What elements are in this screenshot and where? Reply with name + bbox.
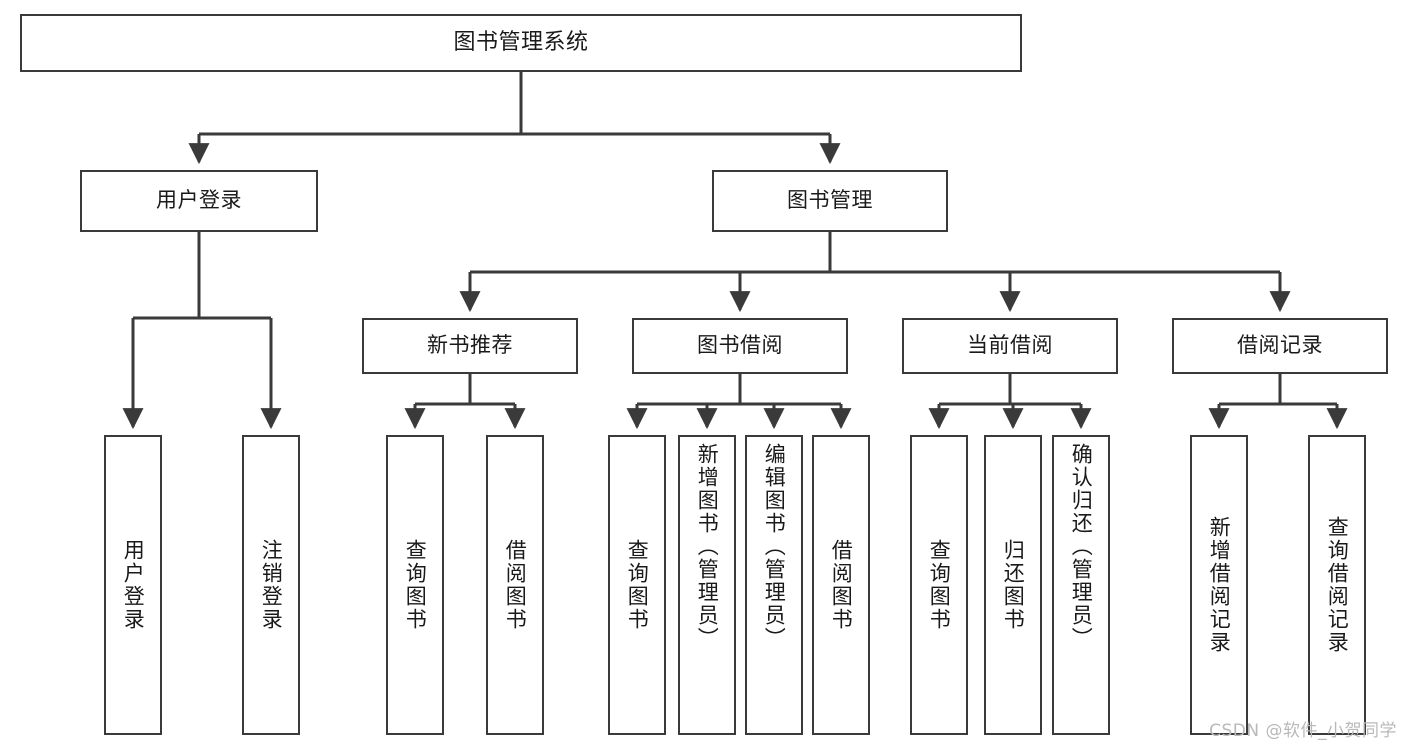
node-borrow-record-label: 借阅记录 bbox=[1237, 333, 1323, 358]
node-leaf-edit-book-label: 编辑图书（管理员） bbox=[762, 443, 787, 650]
node-leaf-user-login-label: 用户登录 bbox=[121, 539, 146, 631]
node-leaf-query-book-label: 查询图书 bbox=[625, 539, 650, 631]
node-borrow-record[interactable]: 借阅记录 bbox=[1172, 318, 1388, 374]
node-leaf-query-book-cur[interactable]: 查询图书 bbox=[910, 435, 968, 735]
node-leaf-borrow-book-rec[interactable]: 借阅图书 bbox=[486, 435, 544, 735]
node-book-borrow-label: 图书借阅 bbox=[697, 333, 783, 358]
node-leaf-add-record-label: 新增借阅记录 bbox=[1207, 516, 1232, 654]
node-leaf-add-book[interactable]: 新增图书（管理员） bbox=[678, 435, 736, 735]
node-leaf-logout[interactable]: 注销登录 bbox=[242, 435, 300, 735]
node-leaf-logout-label: 注销登录 bbox=[259, 539, 284, 631]
node-leaf-query-book-rec-label: 查询图书 bbox=[403, 539, 428, 631]
node-current-borrow-label: 当前借阅 bbox=[967, 333, 1053, 358]
node-leaf-confirm-return[interactable]: 确认归还（管理员） bbox=[1052, 435, 1110, 735]
node-leaf-user-login[interactable]: 用户登录 bbox=[104, 435, 162, 735]
node-leaf-query-book-rec[interactable]: 查询图书 bbox=[386, 435, 444, 735]
node-root[interactable]: 图书管理系统 bbox=[20, 14, 1022, 72]
node-leaf-add-record[interactable]: 新增借阅记录 bbox=[1190, 435, 1248, 735]
node-leaf-query-book-cur-label: 查询图书 bbox=[927, 539, 952, 631]
node-current-borrow[interactable]: 当前借阅 bbox=[902, 318, 1118, 374]
node-book-manage-label: 图书管理 bbox=[787, 188, 873, 213]
node-leaf-return-book-label: 归还图书 bbox=[1001, 539, 1026, 631]
node-root-label: 图书管理系统 bbox=[453, 29, 589, 55]
node-leaf-return-book[interactable]: 归还图书 bbox=[984, 435, 1042, 735]
node-leaf-add-book-label: 新增图书（管理员） bbox=[695, 443, 720, 650]
node-leaf-query-record[interactable]: 查询借阅记录 bbox=[1308, 435, 1366, 735]
node-leaf-borrow-book-label: 借阅图书 bbox=[829, 539, 854, 631]
node-book-borrow[interactable]: 图书借阅 bbox=[632, 318, 848, 374]
node-leaf-query-record-label: 查询借阅记录 bbox=[1325, 516, 1350, 654]
csdn-watermark: CSDN @软件_小贺同学 bbox=[1209, 721, 1397, 741]
node-user-login-label: 用户登录 bbox=[156, 188, 242, 213]
node-leaf-borrow-book[interactable]: 借阅图书 bbox=[812, 435, 870, 735]
node-leaf-edit-book[interactable]: 编辑图书（管理员） bbox=[745, 435, 803, 735]
node-new-book-rec-label: 新书推荐 bbox=[427, 333, 513, 358]
node-user-login[interactable]: 用户登录 bbox=[80, 170, 318, 232]
node-leaf-borrow-book-rec-label: 借阅图书 bbox=[503, 539, 528, 631]
node-leaf-query-book[interactable]: 查询图书 bbox=[608, 435, 666, 735]
node-leaf-confirm-return-label: 确认归还（管理员） bbox=[1069, 443, 1094, 650]
node-book-manage[interactable]: 图书管理 bbox=[712, 170, 948, 232]
node-new-book-rec[interactable]: 新书推荐 bbox=[362, 318, 578, 374]
